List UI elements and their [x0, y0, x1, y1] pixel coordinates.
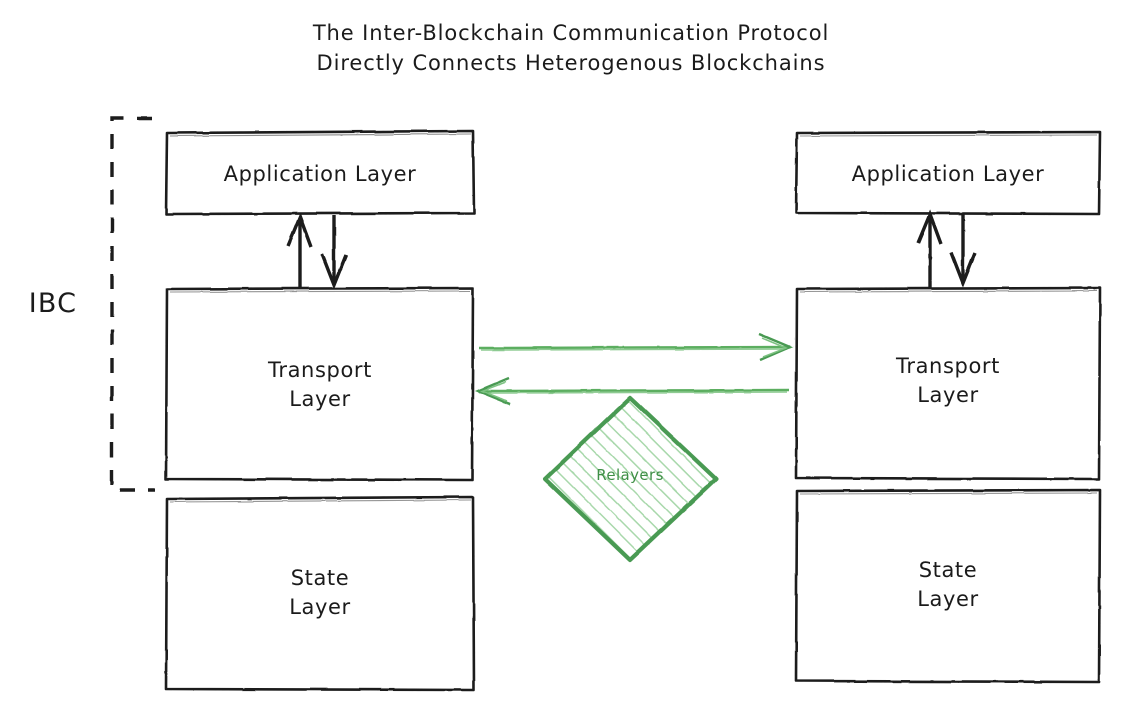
- ibc-bracket-label: IBC: [28, 288, 78, 319]
- right-chain-group: [794, 130, 1102, 684]
- right-transport-layer-box[interactable]: [794, 286, 1102, 481]
- right-state-layer[interactable]: [796, 490, 1100, 682]
- ibc-bracket: [110, 116, 155, 492]
- right-application-layer-box[interactable]: [794, 130, 1102, 216]
- relayers-diamond[interactable]: [542, 395, 719, 563]
- relayers-node[interactable]: [545, 398, 717, 560]
- right-state-layer-label: State Layer: [917, 558, 979, 611]
- left-application-layer-label: Application Layer: [223, 162, 417, 186]
- left-transport-layer[interactable]: [166, 288, 474, 480]
- left-state-layer-label: State Layer: [289, 566, 351, 619]
- left-transport-layer-box[interactable]: [164, 286, 475, 482]
- left-transport-layer-label: Transport Layer: [268, 358, 372, 411]
- right-transport-to-application-arrow: [916, 209, 943, 288]
- right-application-to-transport-arrow: [949, 214, 977, 288]
- left-state-layer-box[interactable]: [164, 495, 476, 692]
- left-application-to-transport-arrow: [320, 215, 348, 290]
- left-application-layer[interactable]: [166, 132, 474, 214]
- left-to-right-transport-arrow: [478, 332, 794, 362]
- right-application-layer[interactable]: [796, 132, 1100, 214]
- left-application-layer-box[interactable]: [164, 129, 476, 216]
- right-transport-layer[interactable]: [796, 288, 1100, 480]
- relayers-label: Relayers: [596, 466, 664, 484]
- right-application-layer-label: Application Layer: [851, 162, 1045, 186]
- left-state-layer[interactable]: [166, 498, 474, 690]
- right-to-left-transport-arrow: [474, 376, 790, 406]
- right-state-layer-box[interactable]: [794, 488, 1102, 684]
- right-transport-layer-label: Transport Layer: [896, 354, 1000, 407]
- left-transport-to-application-arrow: [286, 212, 313, 288]
- left-chain-group: [164, 129, 476, 692]
